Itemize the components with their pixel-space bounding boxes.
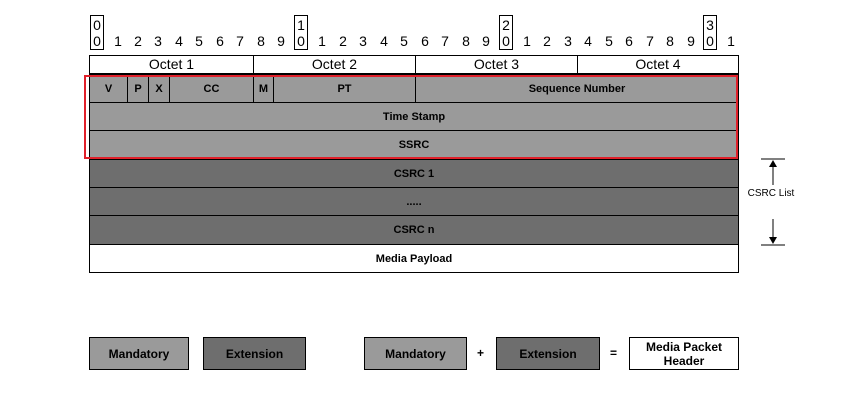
bit-number: 9 <box>277 33 285 49</box>
field-marker: M <box>254 75 274 102</box>
bit-number: 5 <box>605 33 613 49</box>
field-media-payload: Media Payload <box>375 252 453 265</box>
csrc-list-bracket <box>761 158 785 246</box>
bit-number: 1 <box>318 33 326 49</box>
legend-formula-mandatory: Mandatory <box>364 337 467 370</box>
legend-media-packet-header: Media Packet Header <box>629 337 739 370</box>
field-version: V <box>90 75 128 102</box>
octet-2-label: Octet 2 <box>253 55 416 74</box>
bit-number: 7 <box>236 33 244 49</box>
field-sequence-number: Sequence Number <box>528 82 626 95</box>
bit-tens-3: 3 0 <box>703 15 717 50</box>
field-payload-type: PT <box>274 75 416 102</box>
bit-number: 9 <box>482 33 490 49</box>
bit-number: 9 <box>687 33 695 49</box>
legend-mandatory: Mandatory <box>89 337 189 370</box>
field-padding: P <box>128 75 149 102</box>
bit-number: 3 <box>564 33 572 49</box>
field-csrc-count: CC <box>170 75 254 102</box>
bit-number: 5 <box>400 33 408 49</box>
legend-equals-sign: = <box>610 346 618 360</box>
bit-number: 1 <box>114 33 122 49</box>
bit-number: 4 <box>380 33 388 49</box>
octet-4-label: Octet 4 <box>577 55 739 74</box>
media-payload-row: Media Payload <box>89 244 739 273</box>
bit-number: 7 <box>441 33 449 49</box>
csrc-n-row: CSRC n <box>89 215 739 245</box>
bit-number: 7 <box>646 33 654 49</box>
bit-number: 8 <box>666 33 674 49</box>
legend-plus-sign: + <box>477 346 485 360</box>
csrc-ellipsis-row: ..... <box>89 187 739 216</box>
bit-tens-2: 2 0 <box>499 15 513 50</box>
mandatory-header-highlight <box>84 75 738 159</box>
bit-tens-1: 1 0 <box>294 15 308 50</box>
octet-3-label: Octet 3 <box>415 55 578 74</box>
legend-extension: Extension <box>203 337 306 370</box>
bit-tens-0: 0 0 <box>90 15 104 50</box>
bit-number: 3 <box>359 33 367 49</box>
field-ssrc: SSRC <box>398 138 430 151</box>
field-csrc-1: CSRC 1 <box>393 167 435 180</box>
field-csrc-ellipsis: ..... <box>406 195 422 208</box>
octet-1-label: Octet 1 <box>89 55 254 74</box>
bit-number: 2 <box>134 33 142 49</box>
bit-number: 5 <box>195 33 203 49</box>
bit-number: 8 <box>257 33 265 49</box>
bit-number: 1 <box>523 33 531 49</box>
bit-number: 6 <box>625 33 633 49</box>
bit-number: 3 <box>154 33 162 49</box>
field-timestamp: Time Stamp <box>382 110 446 123</box>
rtp-timestamp-row: Time Stamp <box>89 102 739 131</box>
csrc-1-row: CSRC 1 <box>89 159 739 188</box>
bit-number: 1 <box>727 33 735 49</box>
bit-number: 4 <box>175 33 183 49</box>
rtp-ssrc-row: SSRC <box>89 130 739 159</box>
bit-number: 6 <box>216 33 224 49</box>
legend-formula-extension: Extension <box>496 337 600 370</box>
bit-number: 4 <box>584 33 592 49</box>
bit-number: 6 <box>421 33 429 49</box>
field-csrc-n: CSRC n <box>393 224 435 236</box>
bit-number: 2 <box>543 33 551 49</box>
bit-number: 2 <box>339 33 347 49</box>
field-extension: X <box>149 75 170 102</box>
csrc-list-label: CSRC List <box>747 188 795 199</box>
bit-number: 8 <box>462 33 470 49</box>
